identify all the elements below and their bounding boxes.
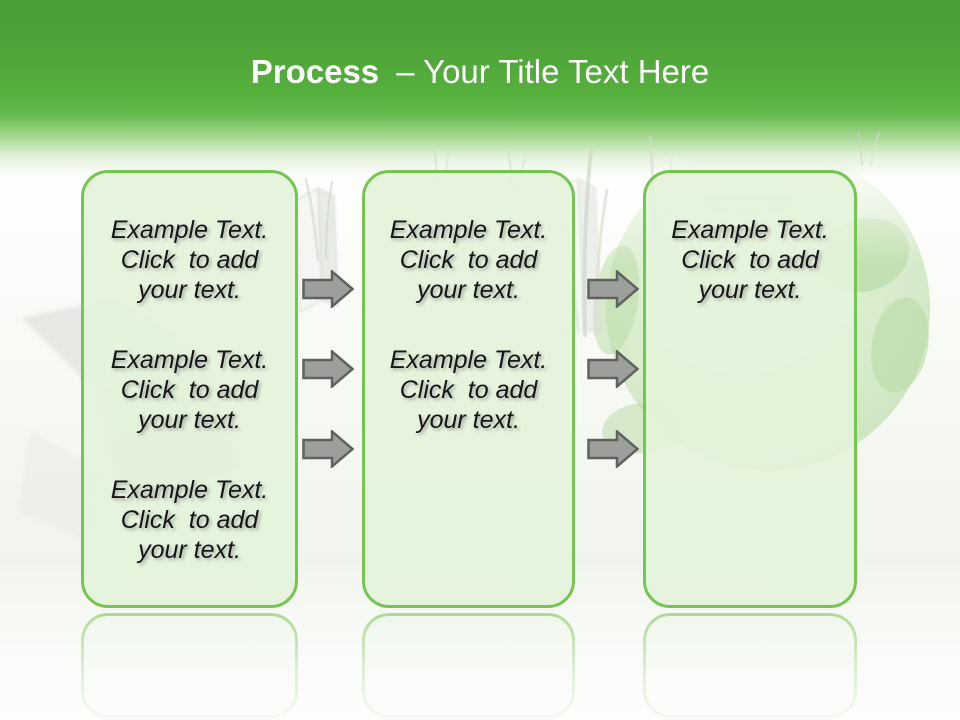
slide-title-emphasis: Process <box>250 53 380 90</box>
right-arrow-icon[interactable] <box>302 430 354 468</box>
right-arrow-icon[interactable] <box>587 430 639 468</box>
right-arrow-icon[interactable] <box>587 270 639 308</box>
right-arrow-icon[interactable] <box>302 350 354 388</box>
text-placeholder[interactable]: Example Text. Click to add your text. <box>389 346 548 434</box>
text-placeholder[interactable]: Example Text. Click to add your text. <box>671 216 829 304</box>
right-arrow-icon[interactable] <box>302 270 354 308</box>
slide-title-rest: – Your Title Text Here <box>396 53 710 90</box>
box-reflection <box>362 613 575 718</box>
box-reflection <box>643 613 857 718</box>
process-box-step-2[interactable]: Example Text. Click to add your text. Ex… <box>362 170 575 608</box>
process-box-step-1[interactable]: Example Text. Click to add your text. Ex… <box>81 170 298 608</box>
right-arrow-icon[interactable] <box>587 350 639 388</box>
text-placeholder[interactable]: Example Text. Click to add your text. <box>110 216 269 304</box>
text-placeholder[interactable]: Example Text. Click to add your text. <box>110 476 269 564</box>
process-box-step-3[interactable]: Example Text. Click to add your text. <box>643 170 857 608</box>
text-placeholder[interactable]: Example Text. Click to add your text. <box>389 216 548 304</box>
slide-title[interactable]: Process – Your Title Text Here <box>0 52 960 92</box>
text-placeholder[interactable]: Example Text. Click to add your text. <box>110 346 269 434</box>
box-reflection <box>81 613 298 718</box>
